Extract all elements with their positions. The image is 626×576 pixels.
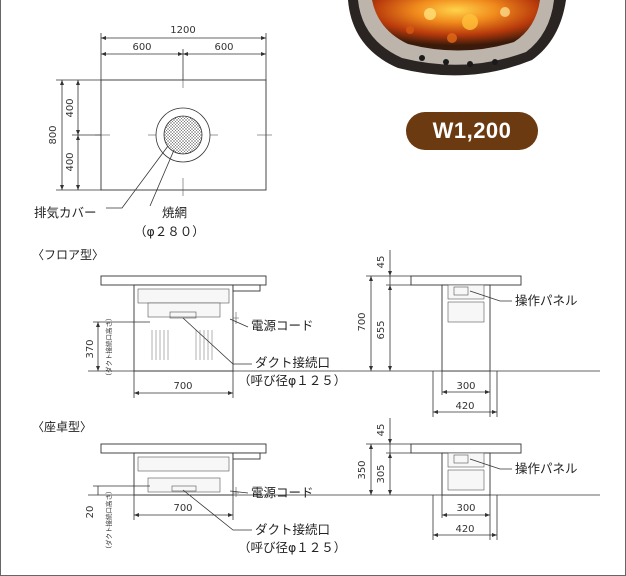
seated-duct-height: 20 [85, 506, 96, 519]
floor-total-700: 700 [357, 312, 368, 331]
seated-front-view [88, 443, 600, 531]
floor-duct-height-note: （ダクト接続口高さ） [104, 315, 113, 380]
seated-width-700: 700 [173, 503, 192, 514]
floor-side-420: 420 [455, 401, 474, 412]
seated-power-cord: 電源コード [251, 485, 314, 500]
section-title-seated: 〈座卓型〉 [32, 419, 92, 434]
grill-net-mesh [163, 115, 203, 155]
seated-side-300: 300 [456, 503, 475, 514]
label-grill-net: 焼網 [162, 205, 187, 220]
floor-top-45: 45 [376, 256, 387, 269]
floor-duct-connection: ダクト接続口 [255, 355, 330, 370]
floor-width-700: 700 [173, 381, 192, 392]
dim-depth-top: 400 [65, 98, 76, 117]
floor-body-655: 655 [376, 320, 387, 339]
floor-side-300: 300 [456, 381, 475, 392]
seated-top-45: 45 [376, 424, 387, 437]
section-title-floor: 〈フロア型〉 [32, 248, 104, 262]
width-badge: W1,200 [406, 112, 538, 150]
seated-control-panel: 操作パネル [515, 461, 578, 476]
seated-duct-diameter: （呼び径φ１２５） [238, 540, 346, 555]
label-exhaust-cover: 排気カバー [34, 205, 97, 220]
fire-bowl-photo [348, 0, 566, 76]
floor-power-cord: 電源コード [251, 318, 314, 333]
label-grill-diameter: （φ２８０） [134, 224, 205, 239]
floor-duct-diameter: （呼び径φ１２５） [238, 373, 346, 388]
seated-duct-height-note: （ダクト接続口高さ） [104, 488, 113, 553]
top-view [56, 33, 272, 209]
dim-depth-bottom: 400 [65, 152, 76, 171]
seated-body-305: 305 [376, 464, 387, 483]
seated-side-420: 420 [455, 524, 474, 535]
seated-duct-connection: ダクト接続口 [255, 522, 330, 537]
floor-control-panel: 操作パネル [515, 293, 578, 308]
dim-depth-800: 800 [48, 125, 59, 144]
floor-side-view [366, 250, 522, 417]
seated-side-view [366, 418, 522, 540]
dim-half-left: 600 [132, 42, 151, 53]
floor-front-view [88, 275, 600, 398]
dim-width-1200: 1200 [170, 25, 195, 36]
seated-total-350: 350 [357, 460, 368, 479]
dim-half-right: 600 [214, 42, 233, 53]
exhaust-cover-ring [155, 107, 211, 163]
floor-duct-height: 370 [85, 339, 96, 358]
